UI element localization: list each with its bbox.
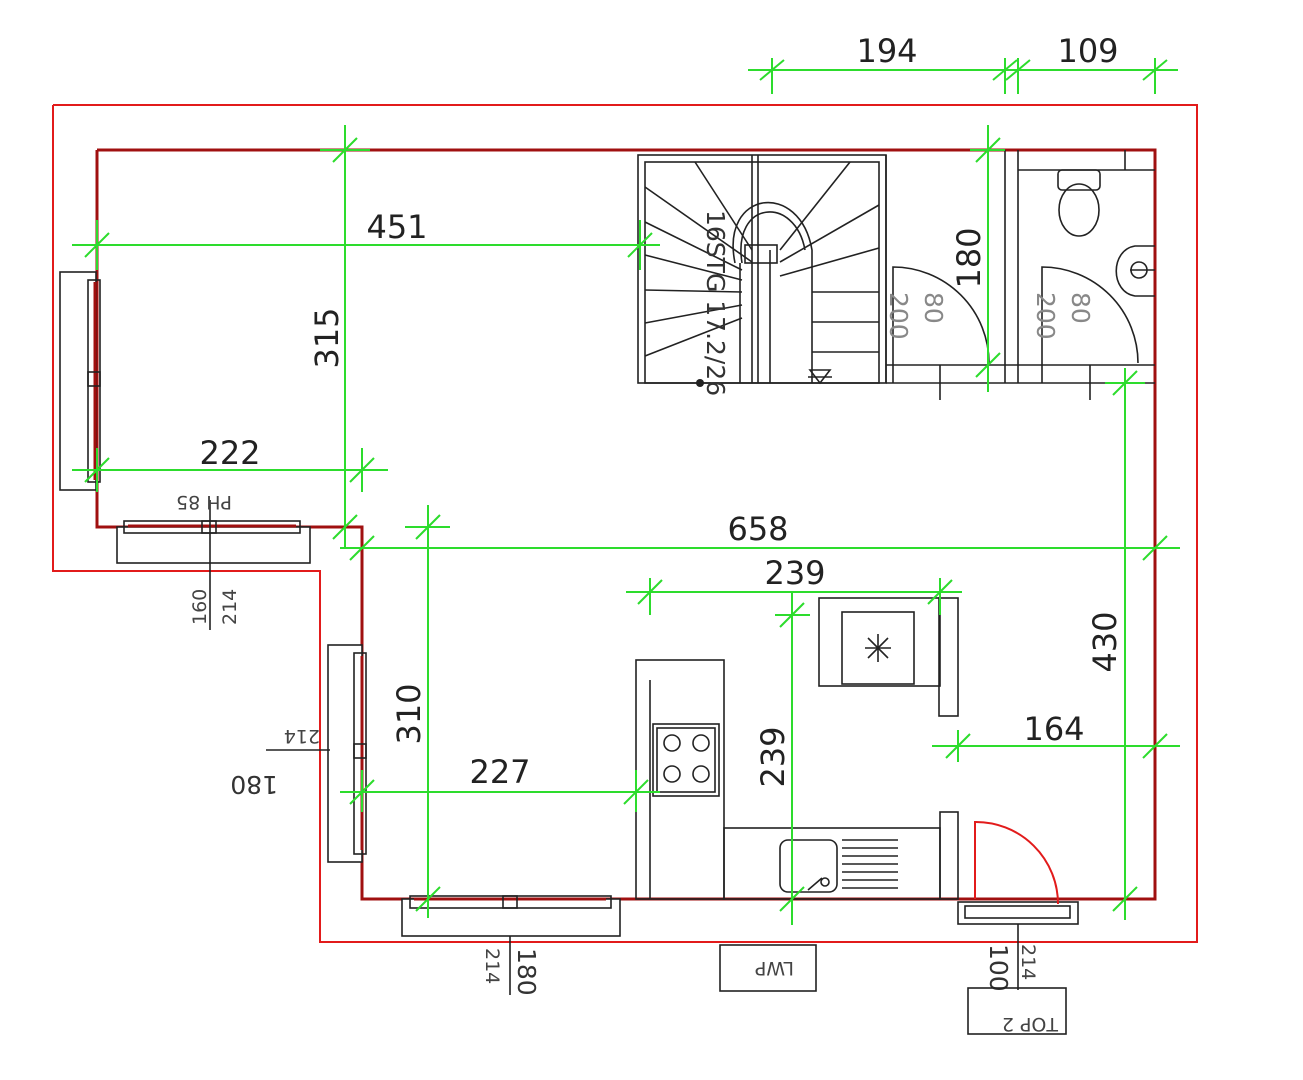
dim-living-width: 451 bbox=[366, 208, 427, 246]
dim-kitchen-depth: 239 bbox=[754, 726, 792, 787]
door-a-width: 80 bbox=[919, 292, 948, 324]
top-label: TOP 2 bbox=[1002, 1013, 1059, 1035]
window-side-wall bbox=[266, 644, 367, 863]
dim-living-height: 315 bbox=[308, 307, 346, 368]
dim-island-width: 239 bbox=[764, 554, 825, 592]
window-left-wall bbox=[59, 271, 101, 491]
window-side-w: 214 bbox=[284, 725, 320, 747]
dim-kitchen-left-height: 310 bbox=[390, 683, 428, 744]
dimension-lines bbox=[72, 58, 1180, 925]
exterior-outline bbox=[52, 104, 1198, 943]
door-a-height: 200 bbox=[884, 292, 913, 340]
top-box bbox=[967, 987, 1067, 1035]
lwp-label: LWP bbox=[755, 957, 794, 979]
sink-icon bbox=[779, 839, 898, 893]
dim-top-a: 194 bbox=[856, 32, 917, 70]
wash-basin-icon bbox=[1115, 245, 1155, 297]
window-bottom-h: 214 bbox=[481, 948, 503, 984]
front-door bbox=[957, 820, 1079, 990]
dim-door-offset: 164 bbox=[1023, 710, 1084, 748]
kitchen-counter bbox=[635, 659, 959, 900]
toilet-icon bbox=[1057, 169, 1101, 237]
window-side-h: 180 bbox=[230, 770, 278, 799]
door-b-height: 200 bbox=[1031, 292, 1060, 340]
dim-right-height: 430 bbox=[1086, 611, 1124, 672]
stove-icon bbox=[652, 723, 720, 797]
lwp-box bbox=[719, 944, 817, 992]
inner-wall-outline bbox=[95, 148, 1157, 901]
door-front-h: 214 bbox=[1017, 944, 1039, 980]
storage-door bbox=[892, 266, 990, 400]
window-bottom-wall bbox=[401, 895, 621, 995]
fridge-icon bbox=[818, 597, 959, 717]
stair-label: 16STG 17.2/26 bbox=[701, 210, 730, 396]
dim-recess-width: 222 bbox=[199, 434, 260, 472]
staircase bbox=[637, 154, 887, 387]
window-left-h: 214 bbox=[219, 589, 241, 625]
window-lower-left bbox=[116, 500, 311, 630]
wc-door bbox=[1041, 266, 1139, 400]
door-b-width: 80 bbox=[1066, 292, 1095, 324]
dim-total-width: 658 bbox=[727, 510, 788, 548]
service-rooms bbox=[885, 150, 1155, 384]
window-bottom-w: 180 bbox=[512, 948, 541, 996]
dim-top-b: 109 bbox=[1057, 32, 1118, 70]
dim-kitchen-width: 227 bbox=[469, 753, 530, 791]
window-left-w: 160 bbox=[189, 589, 211, 625]
dim-stair-room-height: 180 bbox=[950, 227, 988, 288]
window-left-sill: PH 85 bbox=[176, 491, 232, 513]
door-front-w: 100 bbox=[984, 944, 1013, 992]
